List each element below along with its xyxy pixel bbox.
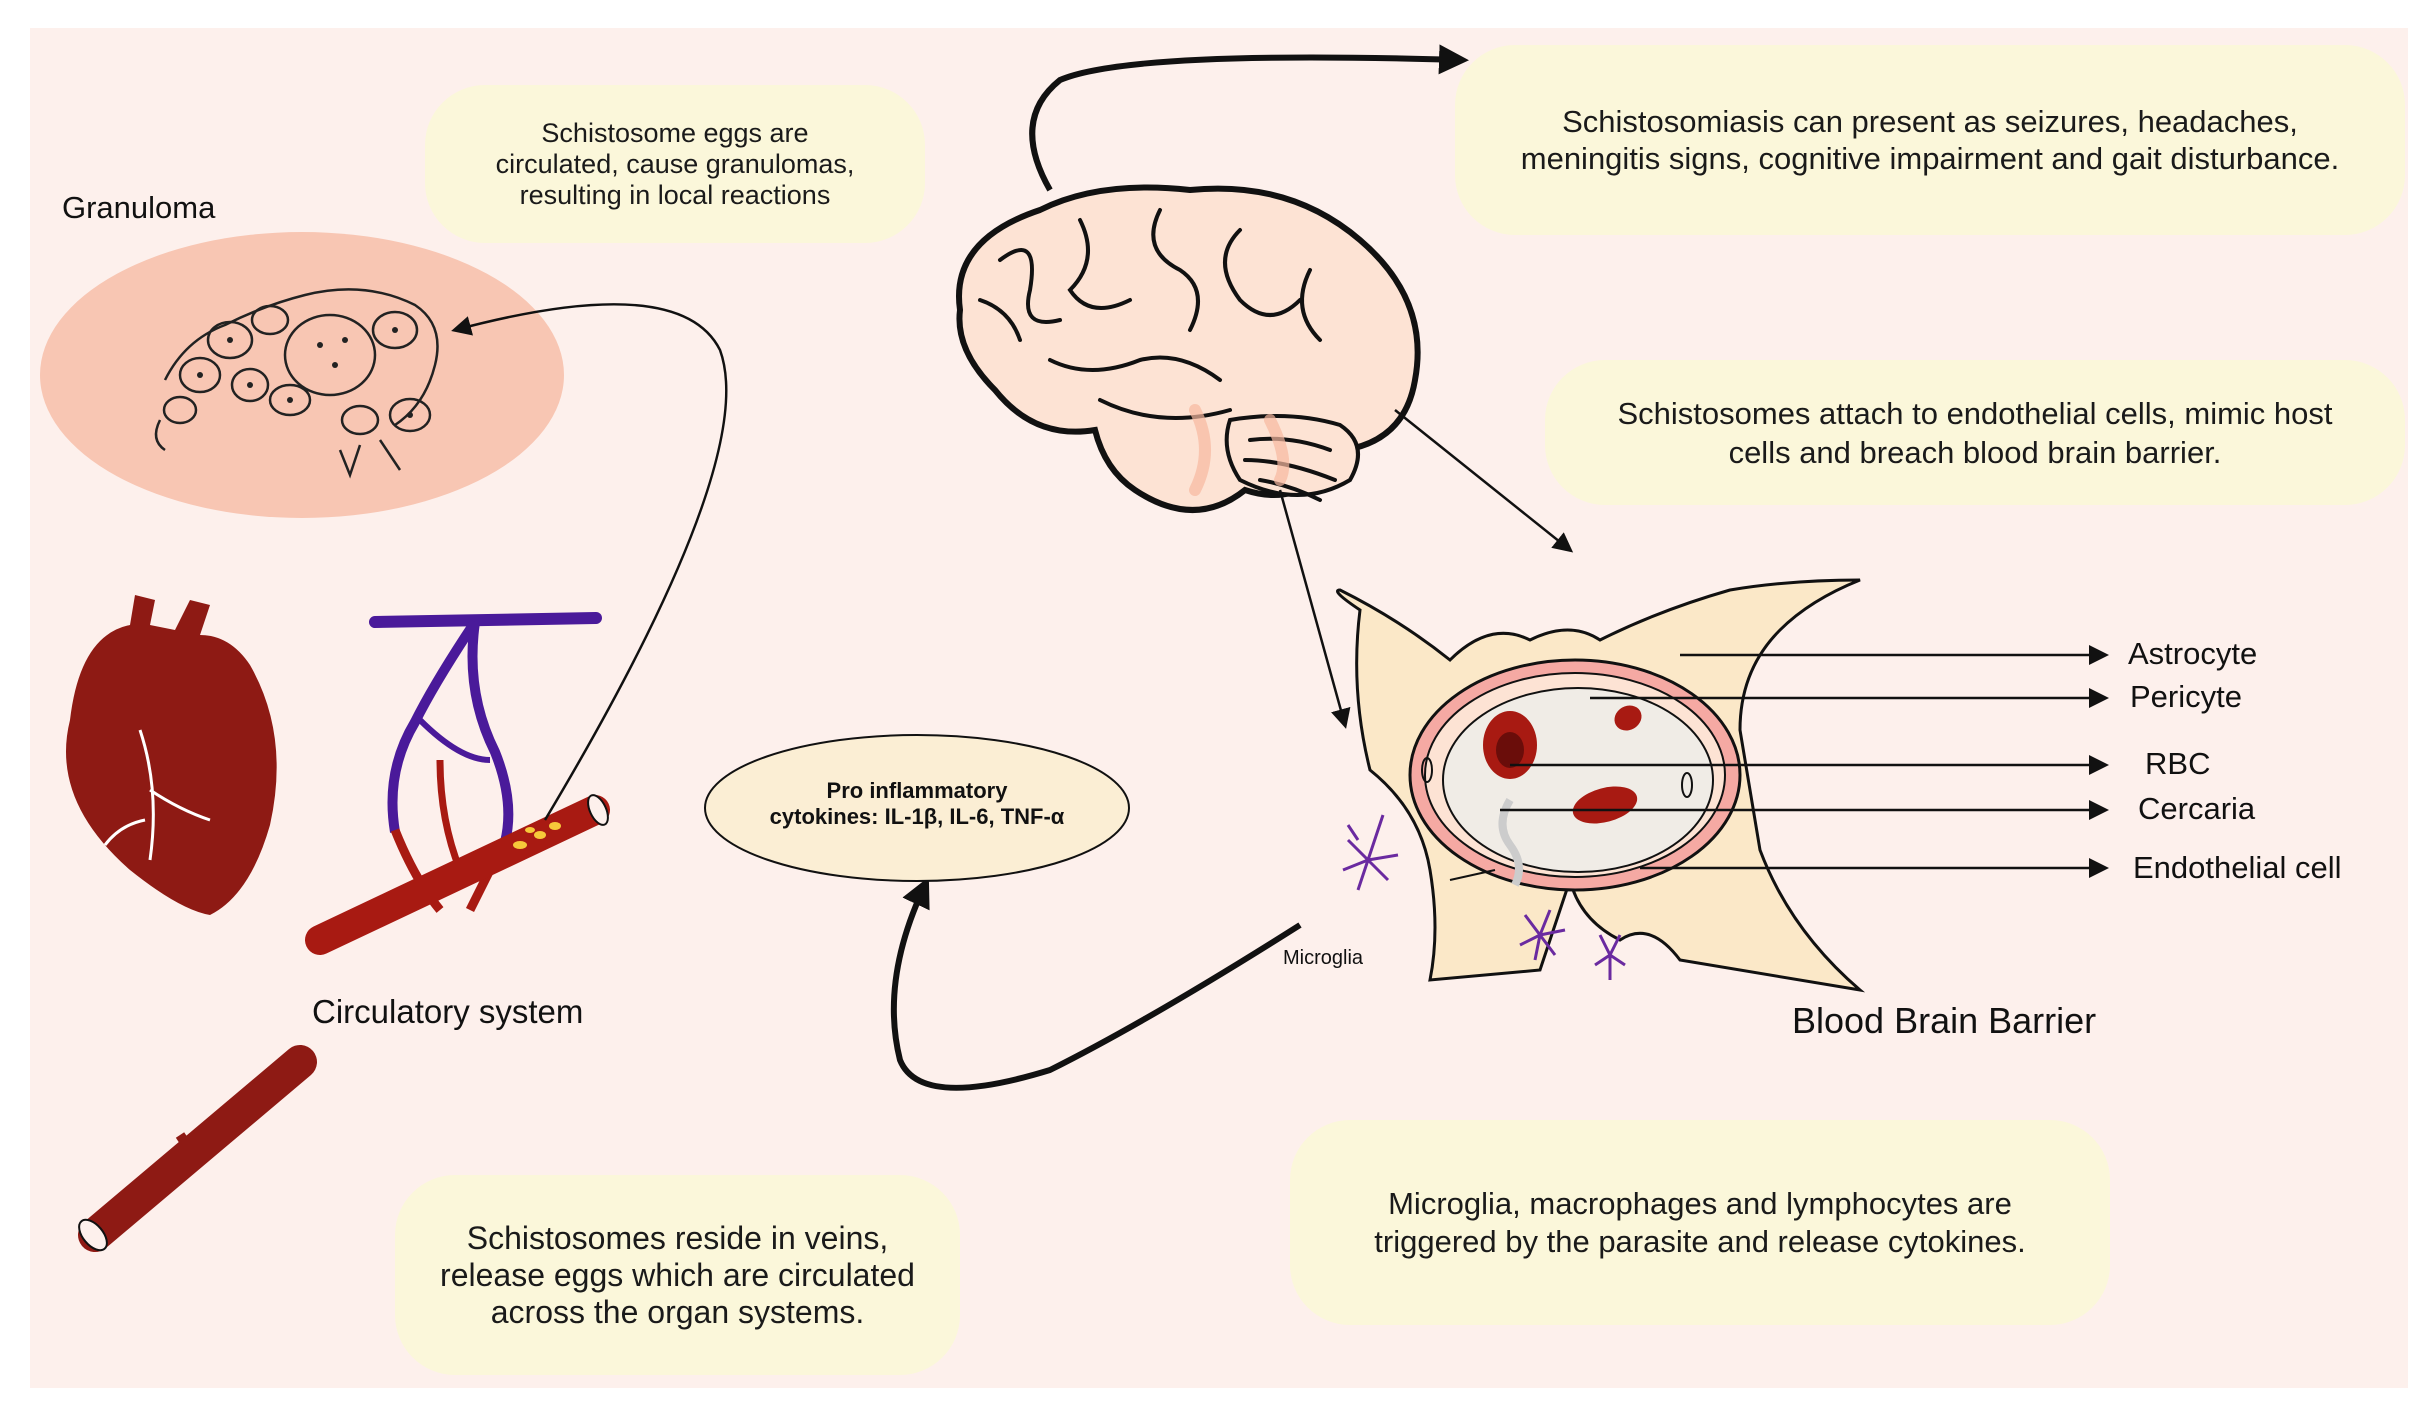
brain-illustration (956, 184, 1421, 513)
bbb-illustration (1336, 578, 1866, 993)
bubble-microglia-line: triggered by the parasite and release cy… (1374, 1223, 2026, 1259)
bubble-veins-line: release eggs which are circulated (440, 1256, 915, 1293)
bubble-symptoms-line: meningitis signs, cognitive impairment a… (1520, 141, 2340, 176)
cytokines-line1: Pro inflammatory (826, 778, 1008, 803)
bbb-part-cercaria: Cercaria (2138, 791, 2256, 826)
arrow-microglia-to-cytokines (890, 876, 1302, 1091)
bubble-attach-line: cells and breach blood brain barrier. (1728, 434, 2222, 470)
bubble-symptoms: Schistosomiasis can present as seizures,… (1455, 45, 2405, 235)
granuloma-illustration (40, 232, 564, 518)
bubble-veins-line: Schistosomes reside in veins, (466, 1219, 889, 1256)
vein-segment-illustration (78, 1045, 317, 1252)
blood-vessel-illustration (305, 612, 610, 955)
bubble-attach: Schistosomes attach to endothelial cells… (1545, 360, 2405, 505)
bbb-part-astrocyte: Astrocyte (2128, 636, 2258, 671)
label-blood-brain-barrier: Blood Brain Barrier (1792, 1000, 2097, 1041)
cytokines-line2: cytokines: IL-1β, IL-6, TNF-α (769, 804, 1065, 829)
bbb-part-pericyte: Pericyte (2130, 679, 2242, 714)
bubble-attach-line: Schistosomes attach to endothelial cells… (1617, 395, 2333, 431)
label-microglia: Microglia (1283, 947, 1364, 969)
arrow-brain-to-symptoms (1029, 44, 1469, 192)
arrow-brain-to-bbb-left (1278, 489, 1351, 729)
bubble-veins: Schistosomes reside in veins,release egg… (395, 1175, 960, 1375)
cytokines-text: Pro inflammatory cytokines: IL-1β, IL-6,… (705, 778, 1129, 830)
label-granuloma: Granuloma (62, 190, 216, 225)
bbb-part-rbc: RBC (2145, 746, 2211, 781)
arrow-brain-to-bbb-right (1394, 409, 1574, 553)
bubble-microglia-line: Microglia, macrophages and lymphocytes a… (1388, 1185, 2012, 1221)
cytokines-ellipse (704, 734, 1130, 882)
bubble-microglia: Microglia, macrophages and lymphocytes a… (1290, 1120, 2110, 1325)
bubble-eggs-line: circulated, cause granulomas, (495, 148, 855, 179)
bbb-part-endothelial-cell: Endothelial cell (2133, 850, 2342, 885)
bubble-veins-line: across the organ systems. (490, 1293, 865, 1330)
bubble-eggs-line: resulting in local reactions (519, 179, 831, 210)
bbb-leader-lines (1500, 645, 2109, 878)
bubble-symptoms-line: Schistosomiasis can present as seizures,… (1562, 104, 2298, 139)
bubble-eggs-line: Schistosome eggs are (541, 117, 809, 148)
label-circulatory-system: Circulatory system (312, 993, 584, 1030)
arrow-vessel-to-granuloma (451, 303, 728, 821)
heart-illustration (66, 595, 277, 915)
flow-arrows (451, 44, 1574, 1091)
